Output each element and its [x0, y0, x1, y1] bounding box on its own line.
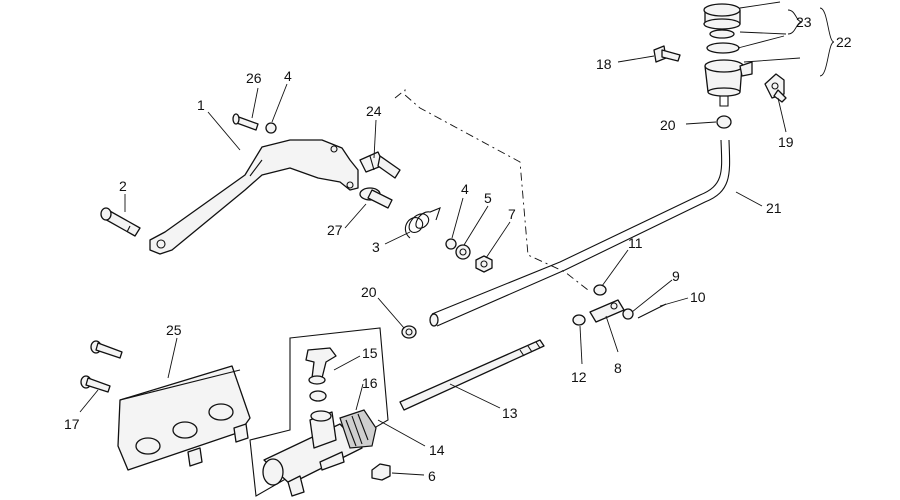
pin-10: [637, 303, 667, 319]
clevis-8: [589, 299, 625, 323]
nut-6: [371, 463, 391, 481]
callout-14: 14: [429, 442, 445, 458]
callout-12: 12: [571, 369, 587, 385]
callout-6: 6: [428, 468, 436, 484]
callout-27: 27: [327, 222, 343, 238]
ring-4b: [445, 238, 457, 250]
callout-24: 24: [366, 103, 382, 119]
callout-1: 1: [197, 97, 205, 113]
reservoir-seal: [709, 29, 735, 39]
pin-2: [100, 207, 141, 237]
callout-9: 9: [672, 268, 680, 284]
callout-17: 17: [64, 416, 80, 432]
callout-23: 23: [796, 14, 812, 30]
callout-16: 16: [362, 375, 378, 391]
washer-11: [593, 284, 607, 296]
guard-plate-25: [117, 365, 251, 471]
callout-20b: 20: [361, 284, 377, 300]
bracket-19: [764, 73, 787, 103]
callout-3: 3: [372, 239, 380, 255]
bolt-26: [232, 113, 259, 131]
callout-labels: 1 2 3 4 4 5 6 7 8 9 10 11 12 13 14 15 16…: [64, 14, 852, 484]
elbow-fitting-15: [305, 347, 337, 385]
nut-12: [572, 314, 586, 326]
callout-4b: 4: [461, 181, 469, 197]
nut-7: [475, 255, 493, 273]
hose-21: [431, 139, 731, 327]
reservoir-diaphragm: [706, 42, 740, 54]
callout-10: 10: [690, 289, 706, 305]
callout-5: 5: [484, 190, 492, 206]
pedal-lever: [149, 139, 359, 255]
spring-3: [404, 207, 441, 239]
callout-8: 8: [614, 360, 622, 376]
callout-25: 25: [166, 322, 182, 338]
push-rod-13: [399, 339, 545, 411]
reservoir-body: [704, 59, 753, 107]
callout-18: 18: [596, 56, 612, 72]
screw-upper: [90, 340, 123, 359]
reservoir-cap-23: [703, 3, 741, 30]
callout-21: 21: [766, 200, 782, 216]
hose-end: [429, 313, 439, 327]
callout-4a: 4: [284, 68, 292, 84]
callout-20a: 20: [660, 117, 676, 133]
leader-lines: [79, 1, 835, 476]
callout-11: 11: [628, 235, 643, 251]
callout-2: 2: [119, 178, 127, 194]
callout-13: 13: [502, 405, 518, 421]
adjuster-bolt-24: [359, 151, 401, 179]
dust-boot-16: [339, 409, 377, 449]
screw-18: [653, 45, 681, 63]
washer-9: [622, 308, 634, 320]
pivot-pin-27: [359, 187, 393, 209]
callout-19: 19: [778, 134, 794, 150]
callout-22: 22: [836, 34, 852, 50]
washer-5: [455, 244, 471, 260]
ring-4a: [265, 122, 277, 134]
o-ring-15b: [309, 390, 327, 402]
clamp-20a: [716, 115, 732, 129]
reference-dash-line: [394, 89, 589, 291]
assembly-outline: [249, 327, 389, 497]
master-cylinder-14: [262, 410, 363, 497]
callout-7: 7: [508, 206, 516, 222]
screw-17: [80, 375, 111, 393]
callout-15: 15: [362, 345, 378, 361]
clamp-20b: [401, 325, 417, 339]
callout-26: 26: [246, 70, 262, 86]
